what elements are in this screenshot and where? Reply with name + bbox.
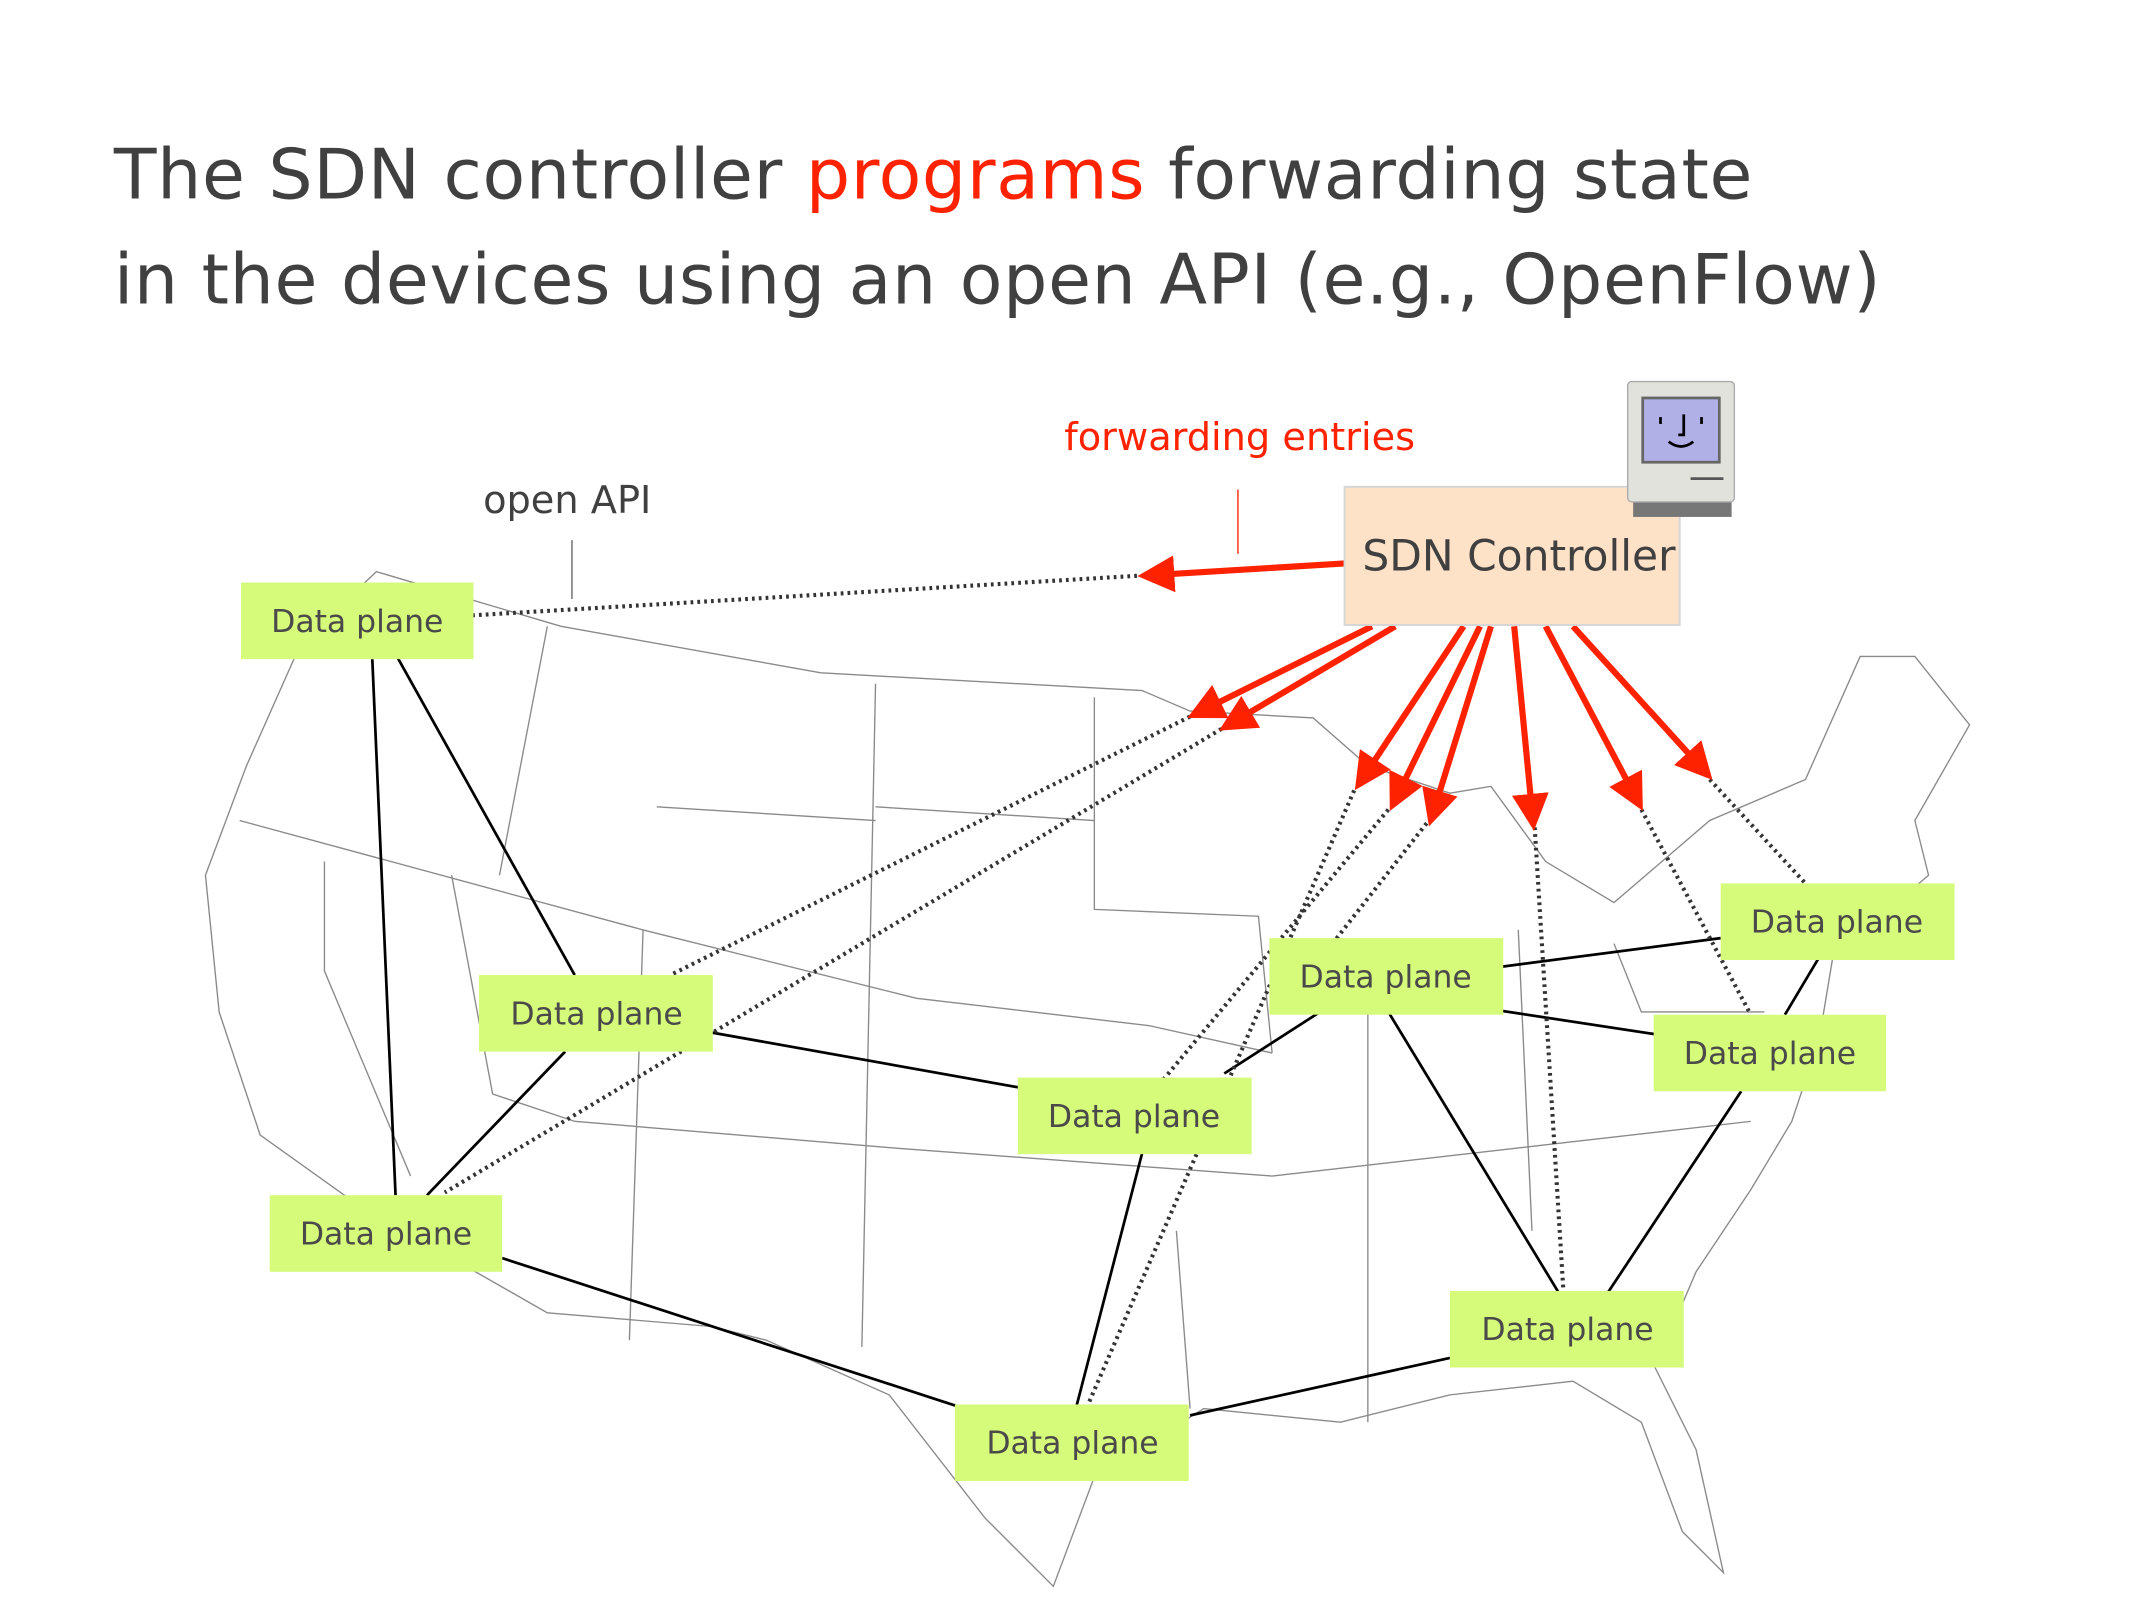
forwarding-entry-arrows xyxy=(1137,555,1713,831)
data-plane-node: Data plane xyxy=(478,975,713,1052)
data-plane-node: Data plane xyxy=(1269,938,1504,1015)
sdn-controller-label: SDN Controller xyxy=(1362,531,1676,580)
data-plane-node: Data plane xyxy=(1449,1290,1684,1368)
data-plane-label: Data plane xyxy=(510,996,682,1032)
data-plane-label: Data plane xyxy=(1751,905,1923,941)
forwarding-entries-label: forwarding entries xyxy=(1064,415,1415,460)
data-plane-label: Data plane xyxy=(986,1426,1158,1462)
data-plane-label: Data plane xyxy=(1299,959,1471,995)
data-plane-label: Data plane xyxy=(1048,1099,1220,1135)
data-plane-label: Data plane xyxy=(300,1216,472,1252)
data-plane-label: Data plane xyxy=(271,604,443,640)
data-plane-label: Data plane xyxy=(1481,1312,1653,1348)
title-line-1: The SDN controller programs forwarding s… xyxy=(113,134,1753,215)
data-plane-node: Data plane xyxy=(1017,1077,1252,1155)
classic-mac-computer-icon xyxy=(1627,380,1736,517)
data-plane-node: Data plane xyxy=(241,582,474,660)
sdn-controller: SDN Controller xyxy=(1343,485,1681,626)
data-plane-node: Data plane xyxy=(1653,1014,1887,1092)
data-plane-label: Data plane xyxy=(1684,1036,1856,1072)
data-plane-node: Data plane xyxy=(1720,883,1955,960)
title-line-2: in the devices using an open API (e.g., … xyxy=(114,240,1881,321)
data-plane-node: Data plane xyxy=(954,1404,1189,1482)
open-api-label: open API xyxy=(483,478,651,523)
data-plane-links xyxy=(370,655,1821,1417)
data-plane-node: Data plane xyxy=(269,1195,503,1272)
